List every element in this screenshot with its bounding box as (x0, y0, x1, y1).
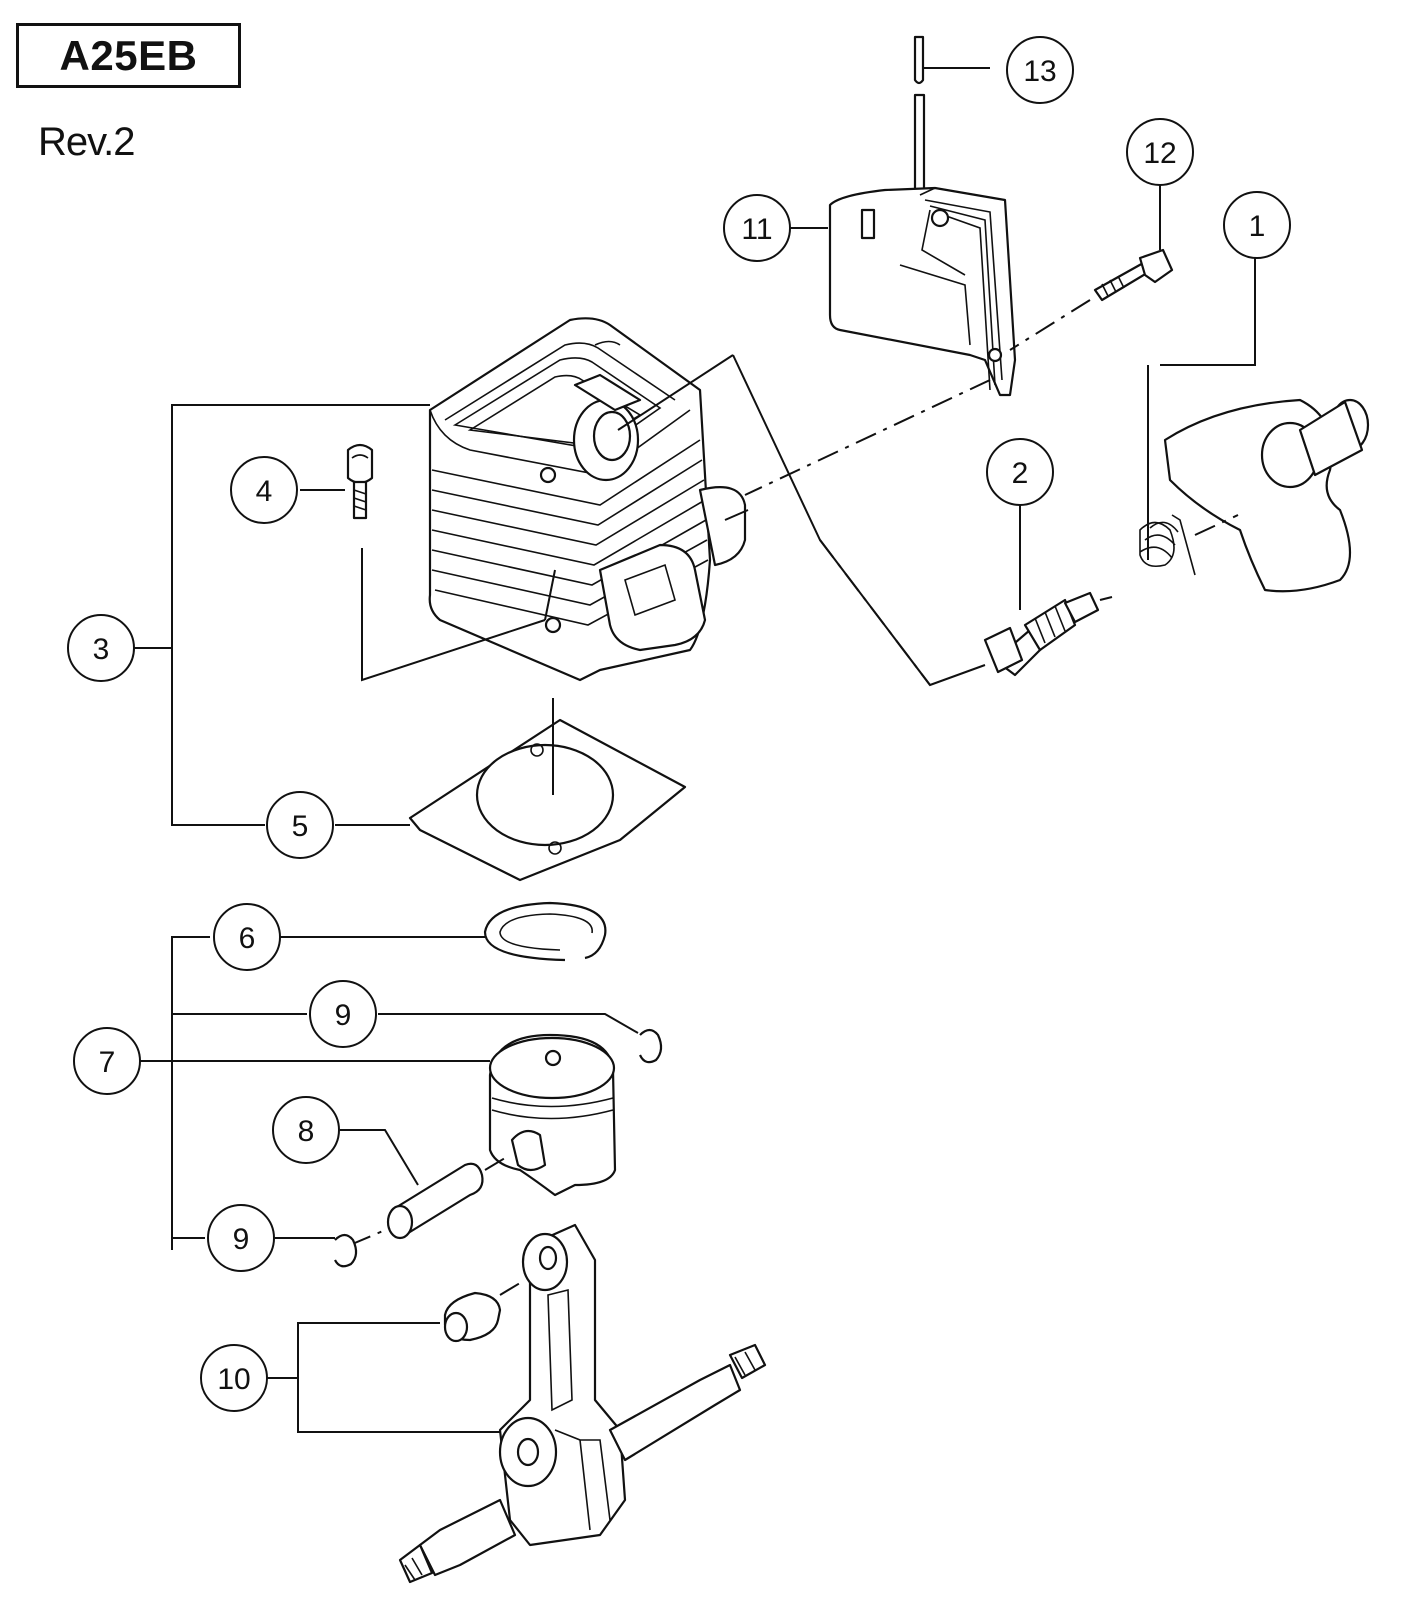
part-3-cylinder (130, 317, 991, 826)
part-1-cover (1139, 255, 1370, 593)
callout-13: 13 (1006, 36, 1074, 104)
callout-4-label: 4 (256, 475, 273, 508)
part-9-lower-circlip (172, 1233, 358, 1268)
part-12-bolt (1009, 185, 1174, 351)
part-2-spark-plug (983, 488, 1113, 677)
callout-11-label: 11 (741, 213, 772, 246)
callout-10-label: 10 (217, 1363, 250, 1396)
model-title: A25EB (59, 31, 198, 79)
revision-label: Rev.2 (38, 120, 136, 164)
callout-3-label: 3 (93, 633, 110, 666)
callout-12: 12 (1126, 118, 1194, 186)
callout-1: 1 (1223, 191, 1291, 259)
part-9-upper-circlip (172, 1013, 663, 1064)
callout-5: 5 (266, 791, 334, 859)
part-6-piston-ring (171, 901, 607, 1250)
callout-4: 4 (230, 456, 298, 524)
part-10-crankshaft (265, 1223, 767, 1584)
callout-2: 2 (986, 438, 1054, 506)
callout-3: 3 (67, 614, 135, 682)
part-7-piston (140, 1033, 617, 1197)
model-title-box: A25EB (16, 23, 241, 88)
callout-8-label: 8 (298, 1115, 315, 1148)
callout-6: 6 (213, 903, 281, 971)
part-8-piston-pin (340, 1129, 511, 1246)
callout-7: 7 (73, 1027, 141, 1095)
callout-9-lower: 9 (207, 1204, 275, 1272)
callout-6-label: 6 (239, 922, 256, 955)
part-4-bolt (300, 443, 556, 682)
callout-10: 10 (200, 1344, 268, 1412)
callout-9-upper: 9 (309, 980, 377, 1048)
callout-5-label: 5 (292, 810, 309, 843)
callout-2-label: 2 (1012, 457, 1029, 490)
callout-9-lower-label: 9 (233, 1223, 250, 1256)
part-5-gasket (335, 698, 687, 882)
callout-12-label: 12 (1143, 137, 1176, 170)
callout-9-upper-label: 9 (335, 999, 352, 1032)
part-13-pin (913, 35, 990, 85)
callout-8: 8 (272, 1096, 340, 1164)
callout-13-label: 13 (1023, 55, 1056, 88)
part-11-muffler (790, 93, 1017, 397)
callout-1-label: 1 (1249, 210, 1266, 243)
callout-7-label: 7 (99, 1046, 116, 1079)
callout-11: 11 (723, 194, 791, 262)
